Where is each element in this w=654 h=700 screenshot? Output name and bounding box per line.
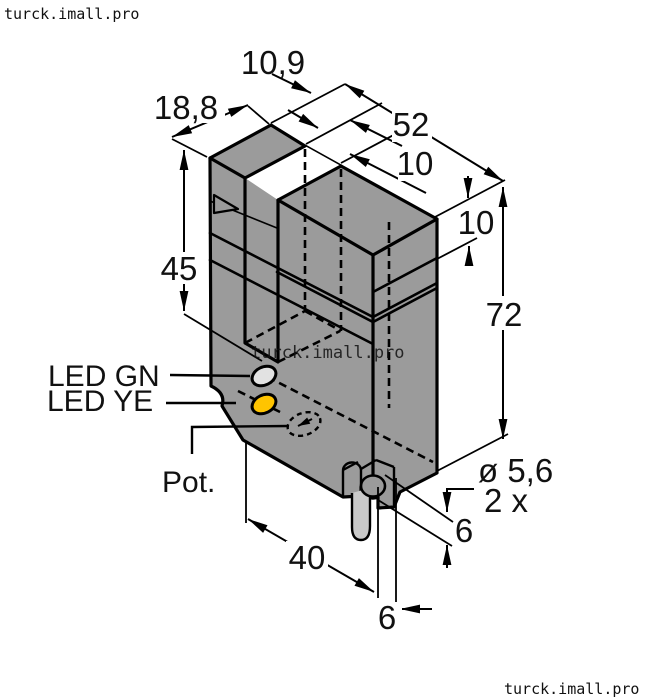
dim-housing-depth-label: 18,8 bbox=[154, 89, 218, 126]
dim-hole-offset-right-label: 6 bbox=[455, 512, 473, 549]
watermark-top-left: turck.imall.pro bbox=[4, 5, 139, 23]
dimension-labels: 10,9 18,8 52 10 10 45 72 ø 5,6 2 x 6 40 … bbox=[154, 44, 553, 636]
watermark-bottom-right: turck.imall.pro bbox=[504, 680, 639, 698]
dim-overall-height-label: 72 bbox=[486, 296, 523, 333]
fork-slot-mouth bbox=[245, 146, 341, 200]
sensor-body bbox=[208, 123, 439, 542]
led-green-leader bbox=[169, 373, 251, 378]
potentiometer bbox=[286, 410, 322, 438]
hidden-slot-edges bbox=[244, 149, 343, 364]
dim-hole-spacing-label: 40 bbox=[289, 539, 326, 576]
led-green-label: LED GN bbox=[48, 360, 160, 393]
mounting-notch bbox=[341, 458, 396, 505]
slit-line-bottom bbox=[208, 258, 375, 346]
band-line-right-face bbox=[371, 256, 439, 294]
dim-hole-count-label: 2 x bbox=[484, 482, 529, 519]
pot-leader bbox=[190, 424, 290, 454]
watermarks: turck.imall.pro turck.imall.pro turck.im… bbox=[4, 5, 639, 698]
beam-direction-icon bbox=[212, 193, 240, 215]
dimension-linework bbox=[149, 73, 525, 634]
left-arm-slot-edge bbox=[243, 144, 343, 364]
slit-line-inner bbox=[275, 270, 439, 324]
mounting-hole bbox=[359, 474, 387, 498]
led-yellow-indicator bbox=[250, 392, 278, 416]
left-arm-top-edge bbox=[208, 156, 247, 180]
slit-line-top bbox=[208, 231, 439, 319]
dim-hole-diameter-label: ø 5,6 bbox=[478, 452, 553, 489]
dim-hole-offset-bottom-label: 6 bbox=[378, 599, 396, 636]
feature-labels: LED GN LED YE Pot. bbox=[47, 360, 215, 499]
dim-overall-length-label: 52 bbox=[393, 106, 430, 143]
dim-slot-width-label: 10 bbox=[397, 145, 434, 182]
hidden-bottom-edges bbox=[237, 222, 434, 464]
dim-arm-width-label: 10,9 bbox=[241, 44, 305, 81]
led-yellow-label: LED YE bbox=[47, 385, 153, 418]
led-green-indicator bbox=[250, 364, 278, 388]
potentiometer-label: Pot. bbox=[162, 466, 215, 499]
watermark-center: turck.imall.pro bbox=[251, 343, 405, 363]
dim-slot-depth-label: 45 bbox=[161, 250, 198, 287]
dim-band-height-label: 10 bbox=[458, 204, 495, 241]
